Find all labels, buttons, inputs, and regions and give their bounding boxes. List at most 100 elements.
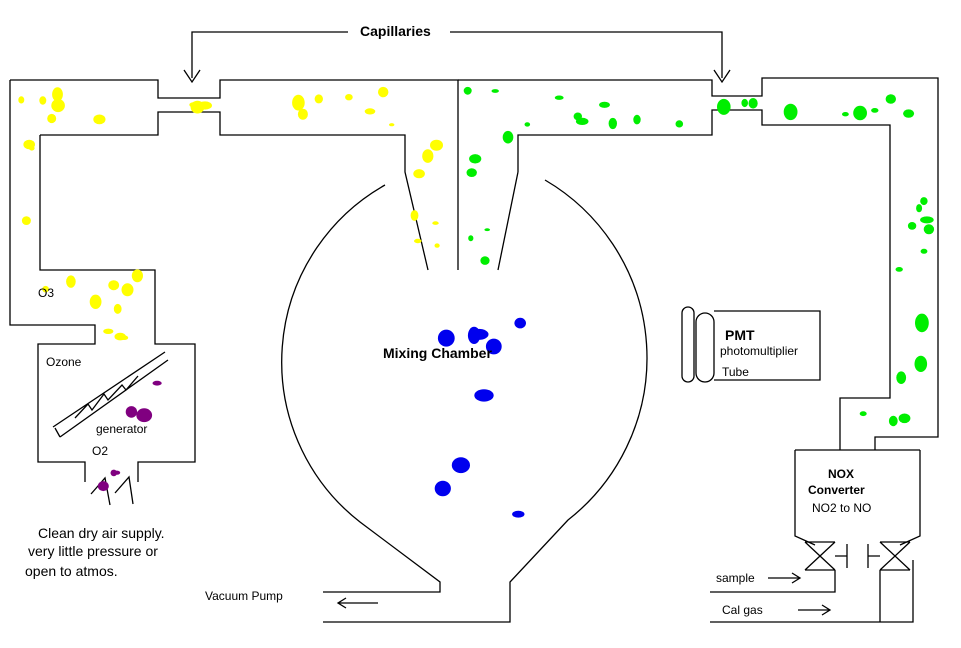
particle — [125, 406, 138, 418]
particle — [430, 139, 443, 151]
particle — [920, 197, 928, 206]
particle — [189, 102, 199, 108]
sample-line — [710, 560, 914, 623]
particle — [432, 221, 439, 225]
particle — [469, 154, 482, 164]
particle — [514, 317, 526, 329]
particle — [898, 413, 911, 424]
particle — [42, 285, 49, 293]
particle — [920, 216, 934, 224]
particle — [748, 98, 758, 109]
nox-label: NOX — [828, 467, 854, 481]
particle — [66, 275, 76, 288]
particle — [554, 95, 564, 100]
particle — [97, 481, 109, 492]
particle — [410, 210, 419, 221]
particle — [434, 243, 440, 248]
particle — [903, 109, 915, 118]
air-supply-label-2: very little pressure or — [28, 543, 158, 559]
particle — [885, 94, 896, 104]
particle — [915, 313, 929, 333]
nox-converter — [794, 449, 921, 546]
particle — [896, 371, 907, 385]
particle — [120, 335, 129, 341]
no-particles — [463, 86, 935, 427]
mixing-particles — [434, 317, 526, 518]
particle — [108, 280, 120, 291]
air-supply-label-3: open to atmos. — [25, 563, 118, 579]
particle — [502, 130, 514, 144]
particle — [468, 235, 474, 242]
particle — [463, 86, 472, 95]
particle — [413, 169, 425, 179]
particle — [573, 112, 582, 121]
mixing-chamber-label: Mixing Chamber — [383, 345, 492, 361]
particle — [93, 114, 106, 125]
particle — [292, 94, 305, 111]
particle — [152, 380, 162, 386]
particle — [121, 283, 134, 297]
sample-arrow — [768, 572, 802, 584]
generator-label: generator — [96, 422, 147, 436]
particle — [916, 204, 923, 213]
particle — [923, 224, 935, 235]
air-supply-label-1: Clean dry air supply. — [38, 525, 165, 541]
particle — [853, 105, 867, 121]
particle — [39, 96, 47, 105]
particle — [21, 216, 31, 226]
particle — [888, 415, 898, 427]
no2-to-no-label: NO2 to NO — [812, 501, 871, 515]
capillaries-label: Capillaries — [360, 23, 431, 39]
particle — [783, 103, 798, 121]
particle — [859, 411, 867, 417]
tube-label: Tube — [722, 365, 749, 379]
particle — [485, 338, 502, 355]
mixing-chamber-wall — [281, 179, 648, 623]
particle — [524, 122, 531, 127]
particle — [633, 114, 641, 125]
pmt-detector — [681, 306, 821, 383]
pmt-label: PMT — [725, 327, 755, 343]
particle — [608, 117, 617, 130]
o2-label: O2 — [92, 444, 108, 458]
particle — [51, 98, 65, 113]
o2-inlet-arrows — [90, 475, 134, 506]
o3-label: O3 — [38, 286, 54, 300]
particle — [451, 457, 470, 474]
particle — [491, 89, 499, 93]
particle — [895, 267, 903, 272]
particle — [871, 108, 879, 113]
particle — [907, 222, 917, 230]
particle — [131, 269, 143, 283]
particle — [389, 123, 395, 127]
particle — [599, 101, 610, 108]
particle — [29, 145, 35, 151]
particle — [741, 98, 748, 108]
photomultiplier-label: photomultiplier — [720, 344, 798, 358]
particle — [920, 248, 928, 254]
particle — [47, 113, 57, 124]
particle — [314, 94, 323, 104]
ozone-label: Ozone — [46, 355, 82, 369]
particle — [414, 238, 422, 244]
cal-gas-arrow — [798, 604, 832, 616]
vacuum-arrow — [336, 597, 378, 609]
particle — [512, 510, 525, 518]
particle — [113, 303, 122, 314]
particle — [434, 480, 451, 497]
ozone-generator-electrode — [52, 351, 169, 438]
oxygen-particles — [97, 380, 162, 492]
particle — [378, 86, 389, 98]
capillaries-bracket — [183, 31, 731, 84]
converter-label: Converter — [808, 483, 865, 497]
particle — [437, 329, 455, 347]
converter-valves — [804, 541, 911, 571]
particle — [474, 389, 494, 402]
particle — [842, 112, 849, 117]
particle — [52, 87, 63, 102]
particle — [89, 294, 102, 309]
particle — [110, 469, 118, 477]
particle — [484, 228, 491, 232]
